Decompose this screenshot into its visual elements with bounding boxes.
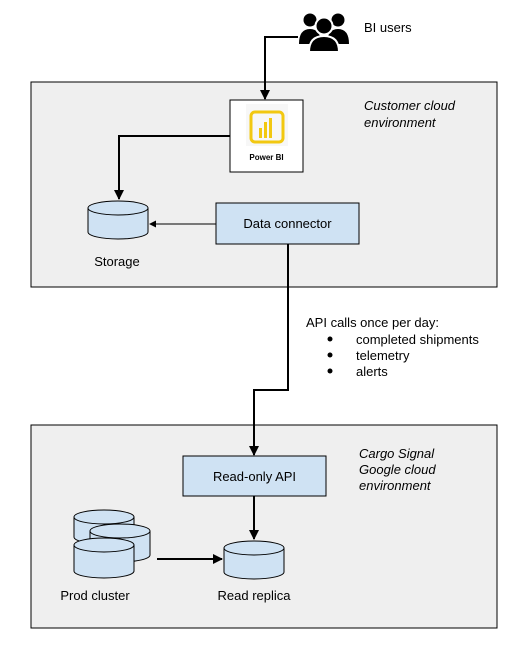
storage-cylinder bbox=[87, 200, 149, 240]
api-note-bullet-3 bbox=[327, 368, 333, 374]
read-only-api-box[interactable]: Read-only API bbox=[182, 455, 327, 497]
users-to-powerbi-arrow bbox=[260, 36, 298, 100]
api-note-item-1: completed shipments bbox=[356, 332, 479, 347]
users-group-icon bbox=[299, 13, 349, 53]
customer-region-label-line1: Customer cloud bbox=[364, 98, 456, 113]
read-replica-label: Read replica bbox=[218, 588, 292, 603]
api-note-bullet-1 bbox=[327, 336, 333, 342]
cargo-region-label-line2: Google cloud bbox=[359, 462, 436, 477]
api-note-item-3: alerts bbox=[356, 364, 388, 379]
data-connector-label: Data connector bbox=[243, 216, 332, 231]
api-note-title: API calls once per day: bbox=[306, 315, 439, 330]
cargo-region-label-line1: Cargo Signal bbox=[359, 446, 435, 461]
read-only-api-label: Read-only API bbox=[213, 469, 296, 484]
api-note-bullet-2 bbox=[327, 352, 333, 358]
api-note-item-2: telemetry bbox=[356, 348, 410, 363]
read-replica-cylinder bbox=[223, 540, 285, 580]
data-connector-box[interactable]: Data connector bbox=[215, 202, 360, 245]
prod-cluster-cylinders bbox=[73, 509, 151, 579]
bi-users-label: BI users bbox=[364, 20, 412, 35]
connector-to-api-arrow bbox=[249, 244, 289, 456]
powerbi-to-storage-arrow bbox=[114, 135, 230, 200]
prod-cluster-label: Prod cluster bbox=[60, 588, 130, 603]
power-bi-tile[interactable]: Power BI bbox=[229, 99, 304, 173]
customer-region-label-line2: environment bbox=[364, 115, 437, 130]
cargo-region-label-line3: environment bbox=[359, 478, 432, 493]
power-bi-label: Power BI bbox=[249, 153, 283, 162]
power-bi-logo bbox=[249, 110, 285, 144]
storage-label: Storage bbox=[94, 254, 140, 269]
